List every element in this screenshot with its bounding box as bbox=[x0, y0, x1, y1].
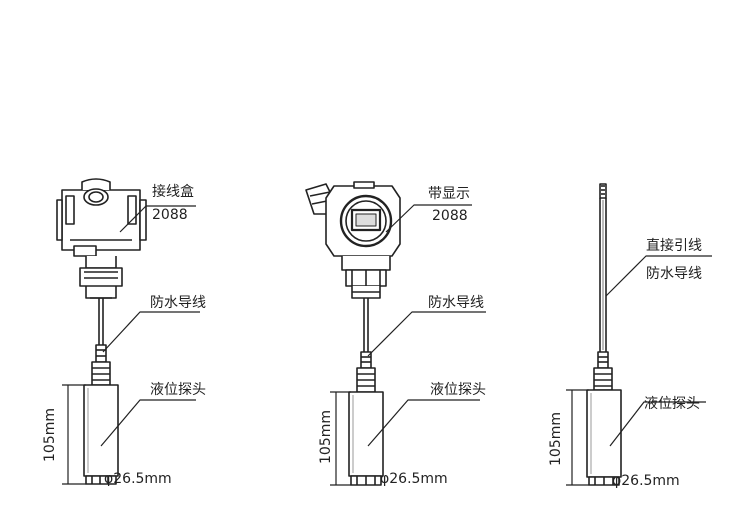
probe-3 bbox=[586, 367, 622, 486]
length-label-1: 105mm bbox=[42, 408, 58, 462]
cable-label-2: 防水导线 bbox=[428, 295, 484, 311]
diameter-value-1: 26.5mm bbox=[113, 471, 172, 487]
leader-display-head bbox=[385, 204, 472, 233]
length-label-3: 105mm bbox=[548, 412, 564, 466]
diameter-value-3: 26.5mm bbox=[621, 473, 680, 489]
leader-junction-box bbox=[119, 205, 196, 233]
diameter-value-2: 26.5mm bbox=[389, 471, 448, 487]
probe-label-1: 液位探头 bbox=[150, 382, 206, 398]
display-head bbox=[305, 181, 401, 299]
leader-direct-lead bbox=[605, 255, 712, 297]
junction-box-label: 接线盒 bbox=[152, 184, 194, 200]
diameter-label-3: φ26.5mm bbox=[612, 473, 680, 489]
phi-symbol: φ bbox=[612, 473, 622, 489]
direct-lead-label: 直接引线 bbox=[646, 238, 702, 254]
length-dimension-3 bbox=[566, 389, 589, 486]
length-dimension-1 bbox=[62, 384, 86, 485]
leader-probe-1 bbox=[100, 399, 196, 447]
probe-label-3: 液位探头 bbox=[644, 396, 700, 412]
phi-symbol: φ bbox=[380, 471, 390, 487]
display-head-model: 2088 bbox=[432, 208, 468, 224]
length-dimension-2 bbox=[330, 391, 351, 486]
probe-label-2: 液位探头 bbox=[430, 382, 486, 398]
cable-2 bbox=[360, 298, 372, 369]
probe-1 bbox=[83, 361, 119, 485]
display-head-label: 带显示 bbox=[428, 186, 470, 202]
cable-label-3: 防水导线 bbox=[646, 266, 702, 282]
probe-2 bbox=[348, 367, 384, 486]
diameter-label-2: φ26.5mm bbox=[380, 471, 448, 487]
leader-probe-3 bbox=[609, 401, 706, 447]
junction-box-head bbox=[56, 178, 147, 299]
leader-cable-2 bbox=[367, 311, 486, 357]
direct-lead-cable bbox=[597, 183, 609, 369]
cable-label-1: 防水导线 bbox=[150, 295, 206, 311]
diameter-label-1: φ26.5mm bbox=[104, 471, 172, 487]
cable-1 bbox=[95, 298, 107, 363]
leader-cable-1 bbox=[102, 311, 200, 353]
phi-symbol: φ bbox=[104, 471, 114, 487]
leader-probe-2 bbox=[367, 399, 480, 447]
junction-box-model: 2088 bbox=[152, 207, 188, 223]
length-label-2: 105mm bbox=[318, 410, 334, 464]
